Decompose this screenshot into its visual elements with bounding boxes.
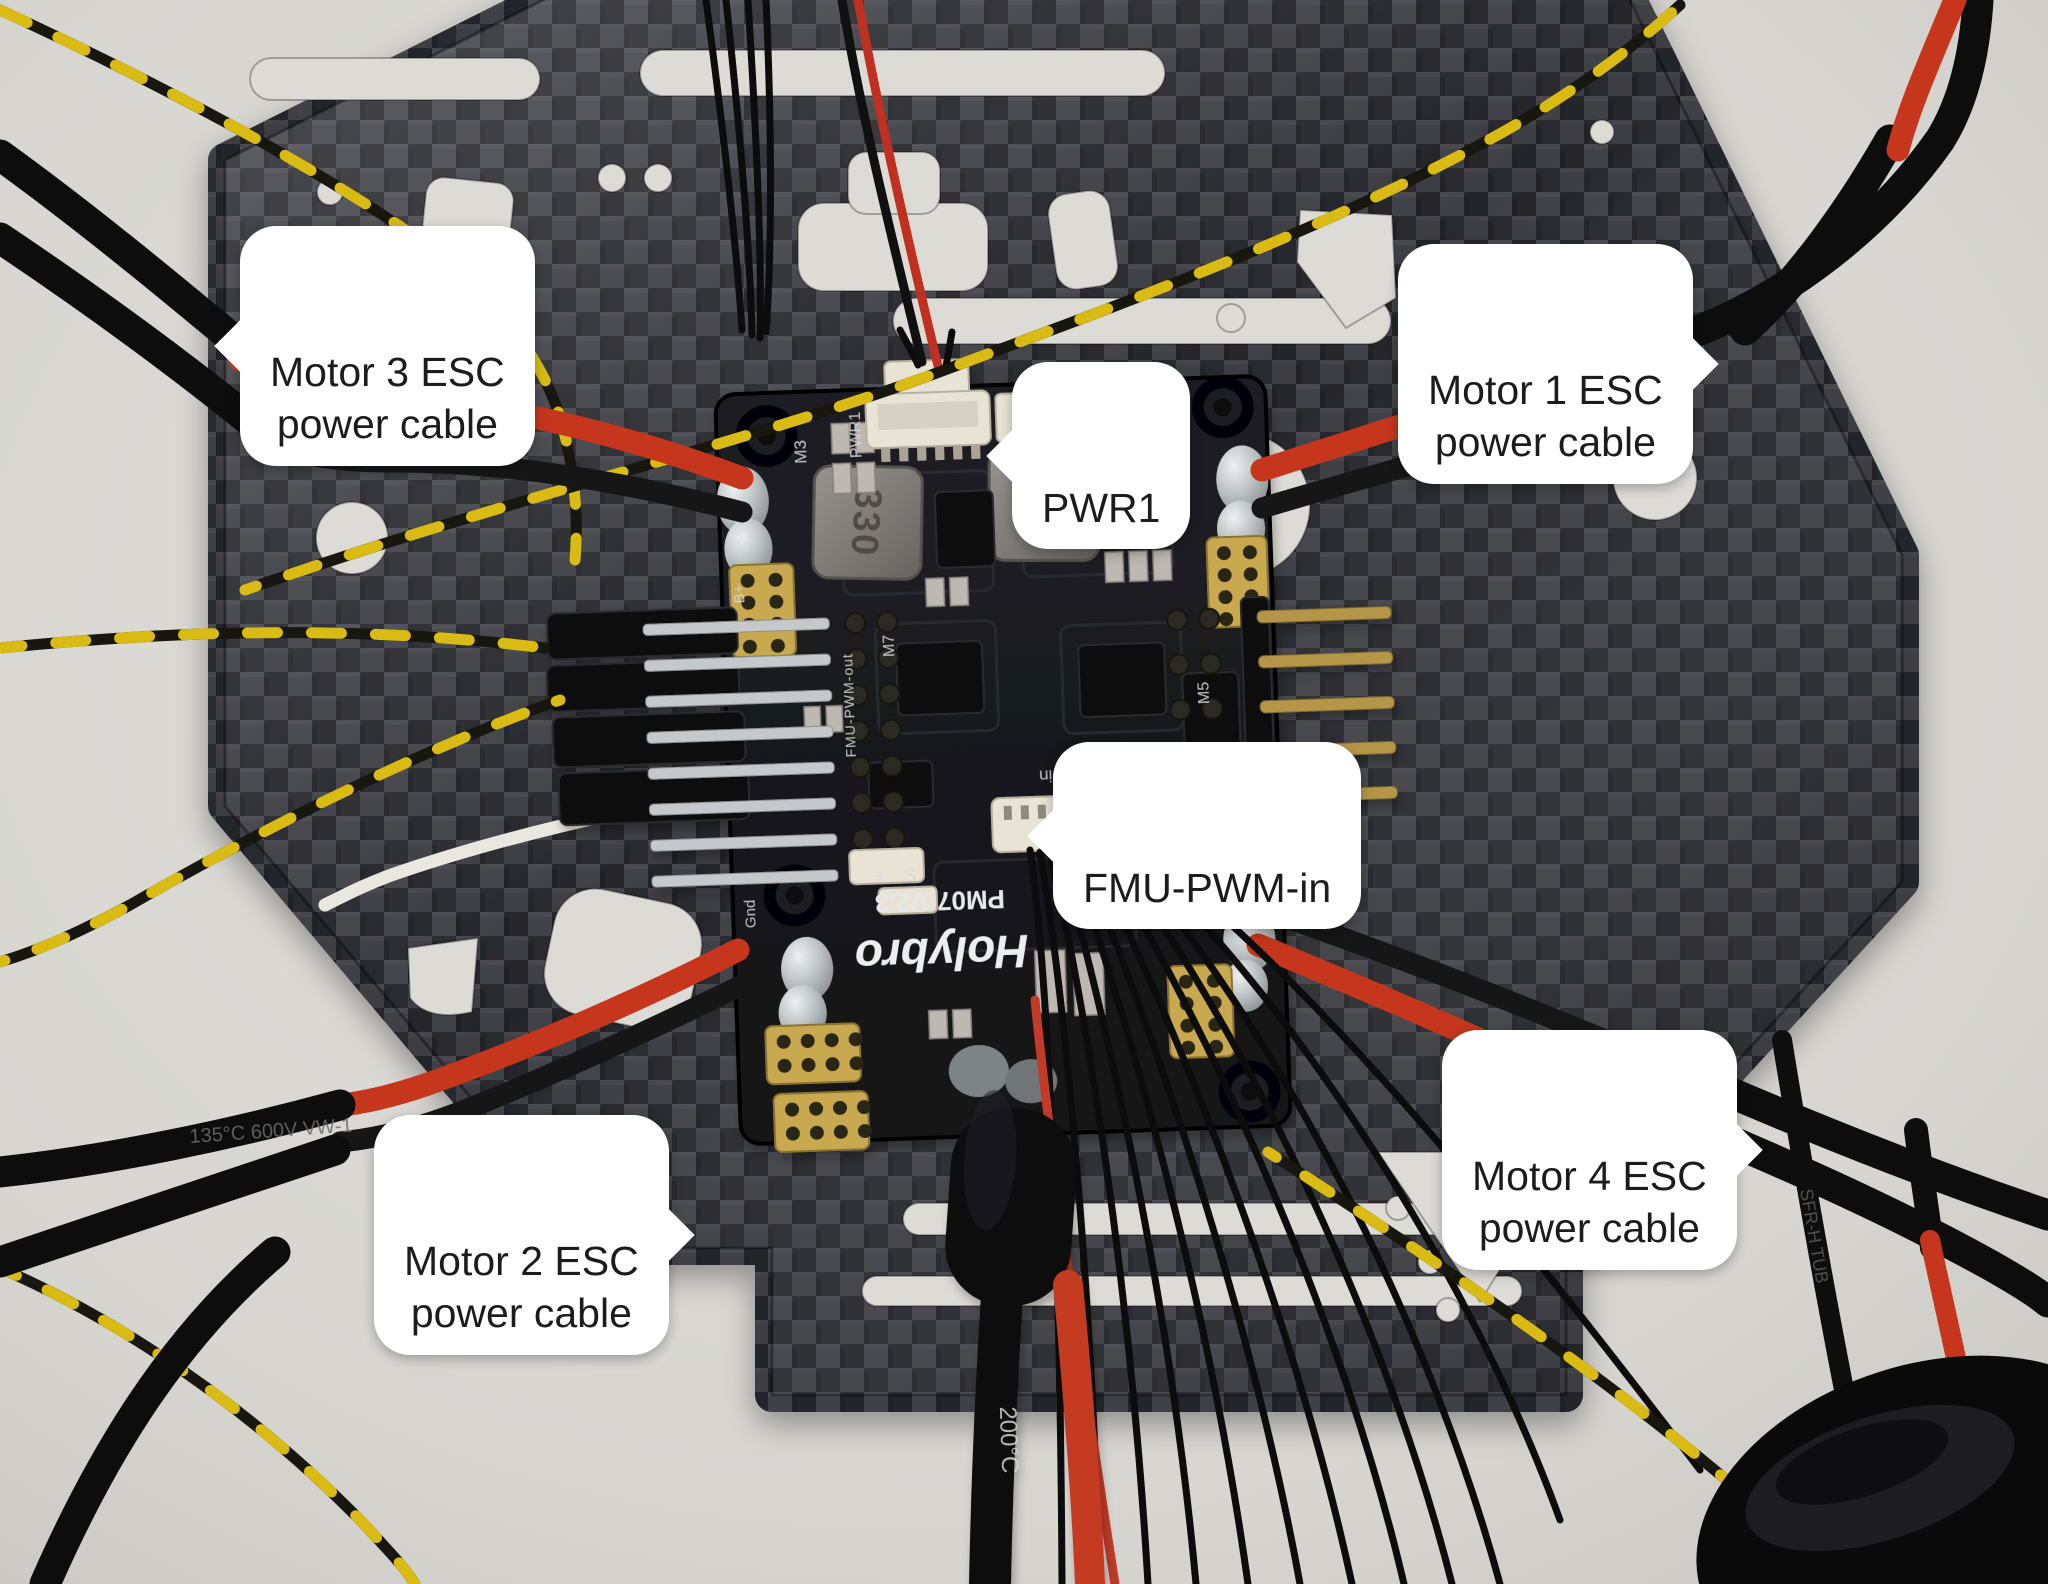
esc-solder-pads <box>728 534 1271 1153</box>
callout-pwr1: PWR1 <box>986 362 1191 550</box>
silkscreen-m3: M3 <box>791 440 811 464</box>
callout-label: PWR1 <box>1042 484 1161 531</box>
board-model-label: PM07-V2.3 <box>874 884 1005 919</box>
callout-label: Motor 2 ESC power cable <box>404 1237 639 1337</box>
silkscreen-gnd: Gnd <box>742 899 760 928</box>
callout-label: FMU-PWM-in <box>1083 864 1332 911</box>
pwr1-cable-pair <box>837 0 956 371</box>
motor2-esc-power-cable <box>323 938 750 1118</box>
callout-label: Motor 4 ESC power cable <box>1472 1152 1707 1252</box>
board-brand-label: Holybro <box>854 925 1029 983</box>
ferrite-ring <box>1696 1355 2048 1584</box>
silkscreen-m7: M7 <box>881 634 899 657</box>
battery-power-lead: 200°C <box>945 1090 1105 1584</box>
callout-motor2-esc-power-cable: Motor 2 ESC power cable <box>374 1115 695 1355</box>
fmu-pwm-out-header <box>545 606 907 888</box>
silkscreen-pwr1: PWR1 <box>847 411 866 458</box>
callout-label: Motor 1 ESC power cable <box>1428 366 1663 466</box>
callout-fmu-pwm-in: FMU-PWM-in <box>1027 742 1362 930</box>
silkscreen-fmu-pwm-out: FMU-PWM-out <box>839 653 859 758</box>
callout-label: Motor 3 ESC power cable <box>270 348 505 448</box>
silkscreen-plus: + <box>874 866 885 886</box>
silkscreen-bplus: B+ <box>731 584 749 604</box>
silkscreen-s: S <box>904 865 917 885</box>
callout-motor4-esc-power-cable: Motor 4 ESC power cable <box>1442 1030 1763 1270</box>
top-wire-bundle <box>702 0 774 342</box>
silkscreen-m5: M5 <box>1195 681 1213 704</box>
inductor-value-label: 330 <box>842 486 889 558</box>
callout-motor3-esc-power-cable: Motor 3 ESC power cable <box>214 226 535 466</box>
callout-motor1-esc-power-cable: Motor 1 ESC power cable <box>1398 244 1719 484</box>
battery-wire-marking: 200°C <box>994 1406 1023 1474</box>
